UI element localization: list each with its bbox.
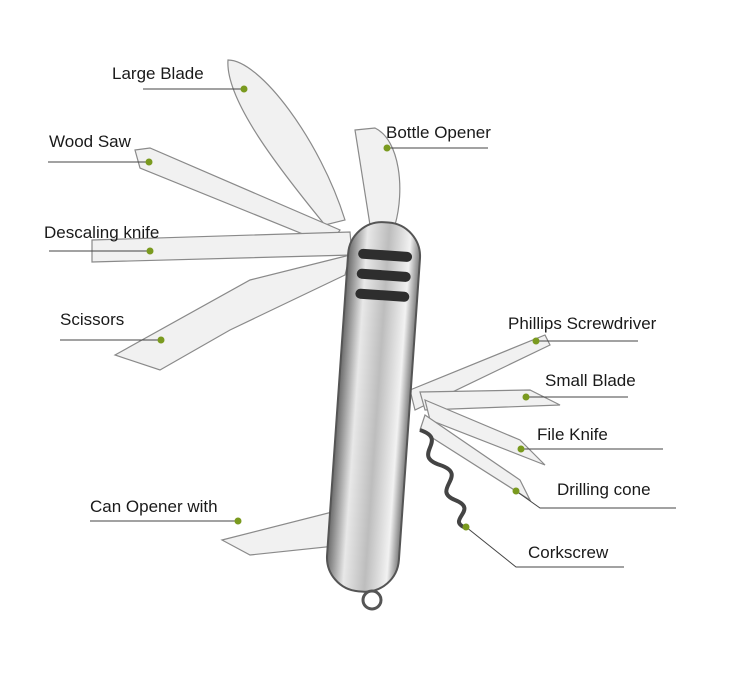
label-phillips-screwdriver: Phillips Screwdriver bbox=[508, 314, 657, 333]
label-wood-saw: Wood Saw bbox=[49, 132, 131, 151]
scissors-shape bbox=[113, 254, 351, 371]
label-bottle-opener: Bottle Opener bbox=[386, 123, 491, 142]
label-scissors: Scissors bbox=[60, 310, 125, 329]
label-descaling-knife: Descaling knife bbox=[44, 223, 160, 242]
leader-lines bbox=[48, 88, 676, 568]
large-blade-shape bbox=[227, 59, 346, 226]
label-corkscrew: Corkscrew bbox=[528, 543, 609, 562]
label-drilling-cone: Drilling cone bbox=[557, 480, 651, 499]
file-knife-shape bbox=[424, 398, 546, 466]
label-large-blade: Large Blade bbox=[112, 64, 204, 83]
drilling-cone-shape bbox=[419, 414, 532, 502]
label-can-opener: Can Opener with bbox=[90, 497, 218, 516]
handle-body bbox=[325, 221, 422, 593]
keyring-icon bbox=[361, 589, 383, 611]
label-small-blade: Small Blade bbox=[545, 371, 636, 390]
label-file-knife: File Knife bbox=[537, 425, 608, 444]
marker-dots bbox=[145, 85, 540, 531]
corkscrew-shape bbox=[419, 428, 467, 530]
